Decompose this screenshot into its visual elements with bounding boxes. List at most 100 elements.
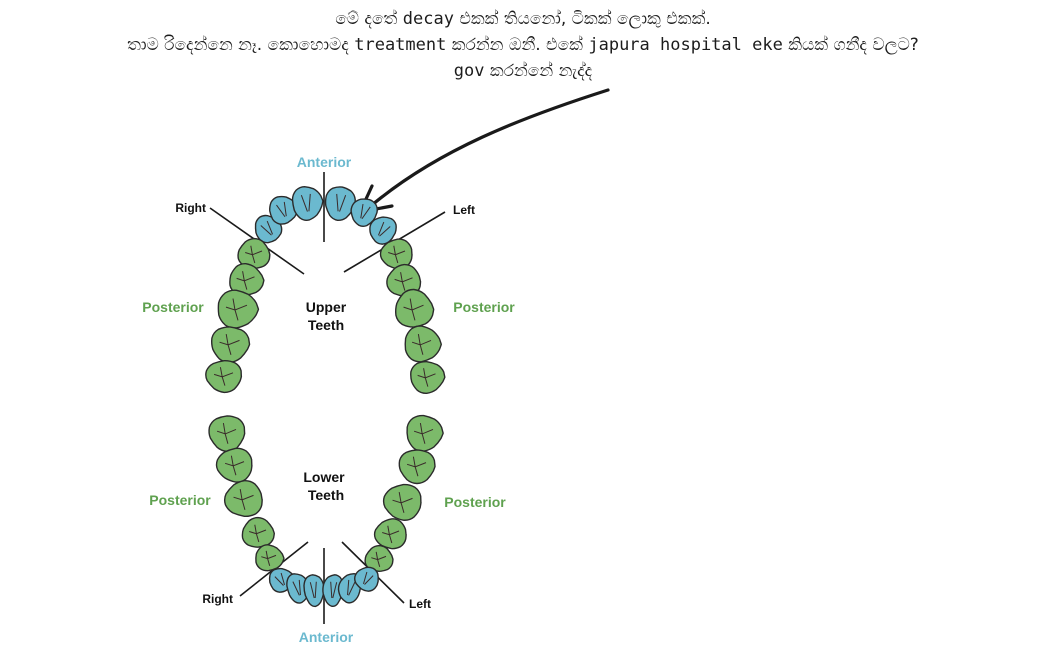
posterior-tooth: [404, 325, 442, 363]
teeth-group: [205, 185, 446, 608]
tooth-groove: [362, 571, 374, 585]
label-posterior-upper-right: Posterior: [453, 299, 515, 315]
tooth-body: [324, 186, 356, 222]
tooth-body: [398, 449, 436, 485]
tooth-body: [210, 326, 251, 364]
tooth-body: [303, 574, 325, 608]
posterior-tooth: [205, 359, 243, 394]
posterior-tooth: [241, 516, 275, 548]
tooth-body: [373, 518, 407, 550]
anterior-tooth: [269, 195, 299, 225]
anterior-tooth: [291, 185, 324, 221]
question-text: කියක් ගනීද වලට?: [782, 35, 919, 55]
tooth-groove: [309, 581, 317, 599]
posterior-tooth: [208, 415, 246, 453]
tooth-groove: [219, 334, 240, 355]
label-right-bottom: Right: [202, 592, 233, 606]
tooth-groove: [382, 525, 400, 544]
posterior-tooth: [237, 237, 271, 270]
question-text: කරන්නේ නැද්ද: [484, 61, 593, 81]
tooth-body: [406, 414, 444, 452]
tooth-groove: [276, 201, 287, 218]
anterior-tooth: [303, 574, 325, 608]
tooth-body: [364, 544, 394, 573]
question-text: කරන්න ඔනී. එකේ: [446, 35, 589, 55]
tooth-groove: [347, 579, 356, 596]
tooth-groove: [377, 221, 391, 237]
label-posterior-upper-left: Posterior: [142, 299, 204, 315]
tooth-groove: [392, 492, 413, 513]
anterior-tooth: [322, 574, 344, 608]
label-left-bottom: Left: [409, 597, 431, 611]
tooth-body: [237, 237, 271, 270]
label-posterior-lower-left: Posterior: [149, 492, 211, 508]
tooth-groove: [249, 524, 267, 543]
tooth-body: [369, 216, 397, 245]
tooth-groove: [274, 572, 286, 586]
tooth-groove: [225, 298, 248, 321]
tooth-groove: [233, 489, 254, 510]
posterior-tooth: [394, 288, 435, 328]
question-line-3: gov කරන්නේ නැද්ද: [0, 58, 1046, 84]
posterior-tooth: [373, 518, 407, 550]
tooth-groove: [300, 193, 311, 212]
label-right-top: Right: [175, 201, 206, 215]
tooth-body: [410, 360, 446, 395]
anterior-tooth: [324, 186, 356, 222]
posterior-tooth: [364, 544, 394, 573]
tooth-groove: [417, 368, 436, 387]
tooth-groove: [411, 334, 432, 355]
question-text: japura hospital eke: [588, 35, 783, 55]
question-annotation: මේ දතේ decay එකක් තියනෝ, ටිකක් ලොකු එකක්…: [0, 6, 1046, 84]
anterior-tooth: [369, 216, 397, 245]
posterior-tooth: [210, 326, 251, 364]
anterior-tooth: [354, 566, 379, 592]
tooth-groove: [403, 298, 424, 321]
label-anterior-top: Anterior: [297, 154, 352, 170]
question-text: gov: [453, 61, 485, 81]
tooth-groove: [336, 193, 347, 212]
tooth-groove: [406, 456, 427, 477]
tooth-groove: [413, 423, 434, 444]
tooth-body: [223, 479, 263, 518]
tooth-body: [241, 516, 275, 548]
tooth-groove: [388, 245, 406, 264]
posterior-tooth: [398, 449, 436, 485]
tooth-body: [350, 198, 378, 227]
tooth-body: [322, 574, 344, 608]
posterior-tooth: [382, 483, 422, 521]
question-text: treatment: [354, 35, 447, 55]
question-text: එකක් තියනෝ, ටිකක් ලොකු එකක්.: [453, 9, 711, 29]
tooth-body: [291, 185, 324, 221]
tooth-groove: [216, 423, 237, 444]
tooth-body: [354, 566, 379, 592]
tooth-groove: [360, 203, 371, 220]
tooth-groove: [330, 581, 338, 599]
posterior-tooth: [255, 544, 285, 572]
anterior-tooth: [350, 198, 378, 227]
question-text: decay: [402, 9, 454, 29]
tooth-groove: [224, 455, 245, 476]
tooth-groove: [245, 245, 263, 264]
tooth-groove: [394, 272, 413, 291]
posterior-tooth: [217, 289, 260, 329]
tooth-groove: [213, 367, 234, 386]
question-line-2: තාම රිදෙන්නෙ නෑ. කොහොමද treatment කරන්න …: [0, 32, 1046, 58]
tooth-groove: [261, 550, 277, 566]
label-upper-teeth-2: Teeth: [308, 317, 344, 333]
tooth-groove: [236, 271, 255, 290]
posterior-tooth: [410, 360, 446, 395]
question-line-1: මේ දතේ decay එකක් තියනෝ, ටිකක් ලොකු එකක්…: [0, 6, 1046, 32]
tooth-body: [269, 195, 299, 225]
label-anterior-bottom: Anterior: [299, 629, 354, 645]
tooth-groove: [260, 220, 274, 236]
tooth-body: [394, 288, 435, 328]
label-lower-teeth-2: Teeth: [308, 487, 344, 503]
question-text: තාම රිදෙන්නෙ නෑ. කොහොමද: [127, 35, 355, 55]
posterior-tooth: [229, 262, 265, 297]
posterior-tooth: [215, 447, 253, 483]
posterior-tooth: [406, 414, 444, 452]
annotation-arrow: [370, 88, 610, 207]
tooth-groove: [371, 551, 387, 567]
